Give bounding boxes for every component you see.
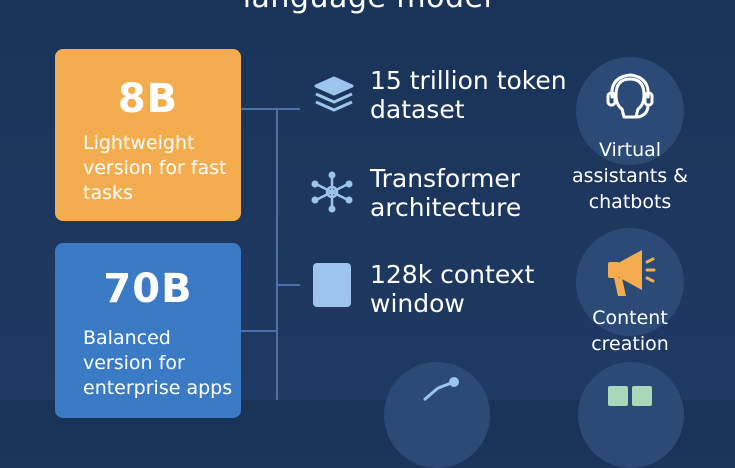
connector-line [278, 284, 300, 286]
feature-label: Transformer architecture [370, 164, 522, 222]
use-case-circle [576, 57, 684, 165]
model-card-8b: 8B Lightweight version for fast tasks [55, 49, 241, 221]
headset-icon [602, 71, 658, 131]
connector-line [278, 108, 300, 110]
model-size: 8B [117, 76, 179, 122]
megaphone-icon [602, 242, 658, 302]
network-icon [414, 372, 464, 402]
page-title: language model [0, 0, 735, 15]
network-icon [310, 170, 354, 214]
connector-line [241, 108, 278, 110]
use-case-label: Virtual assistants & chatbots [572, 139, 688, 213]
model-description: Lightweight version for fast tasks [83, 132, 227, 204]
model-size: 70B [103, 266, 193, 312]
feature-label: 15 trillion token dataset [370, 66, 567, 124]
model-description: Balanced version for enterprise apps [83, 327, 233, 399]
square-icon [313, 263, 353, 307]
model-card-70b: 70B Balanced version for enterprise apps [55, 243, 241, 418]
use-case-circle [576, 228, 684, 336]
connector-line [241, 330, 278, 332]
layers-icon [312, 72, 356, 116]
use-case-circle [384, 362, 490, 468]
connector-line [276, 108, 278, 400]
use-case-label: Content creation [591, 307, 669, 355]
feature-label: 128k context window [370, 260, 535, 318]
use-case-circle [578, 362, 684, 468]
grid-icon [608, 386, 654, 406]
